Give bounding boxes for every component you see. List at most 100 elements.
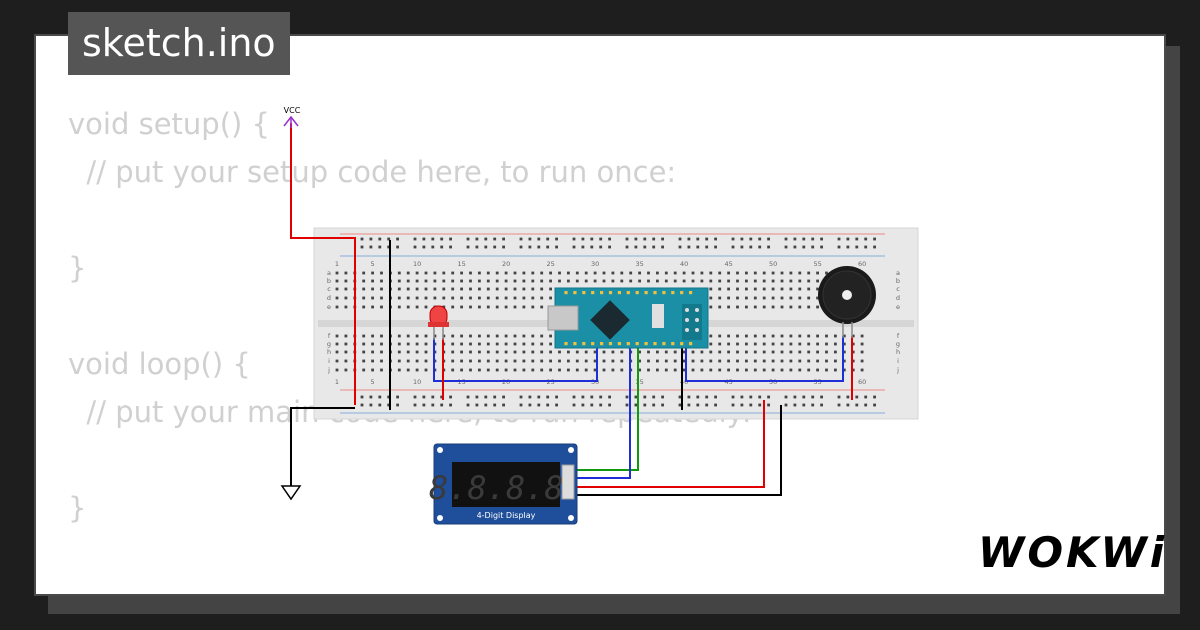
rail-hole — [484, 403, 488, 407]
rail-hole — [811, 403, 815, 407]
vcc-symbol[interactable]: VCC — [283, 106, 301, 128]
hole — [584, 368, 588, 372]
hole — [753, 334, 757, 338]
hole — [691, 350, 695, 354]
rail-hole — [793, 395, 797, 399]
hole — [851, 359, 855, 363]
hole — [460, 342, 463, 346]
hole — [656, 368, 659, 372]
wire-blue-dio[interactable] — [570, 348, 631, 479]
rail-hole — [387, 395, 391, 399]
hole — [798, 271, 802, 275]
rail-hole — [360, 245, 364, 249]
hole — [709, 350, 713, 354]
ground-symbol-icon[interactable] — [280, 485, 302, 501]
hole — [344, 279, 348, 283]
wire-red-vcc[interactable] — [290, 123, 356, 405]
rail-hole — [678, 237, 682, 241]
rail-hole — [749, 395, 753, 399]
row-letter: c — [327, 285, 331, 293]
wire-black-gnd[interactable] — [290, 407, 355, 486]
breadboard-number: 10 — [413, 378, 421, 386]
hole — [727, 287, 730, 291]
hole — [780, 305, 784, 309]
hole — [727, 296, 730, 300]
hole — [442, 279, 446, 283]
code-editor[interactable]: void setup() { // put your setup code he… — [68, 100, 752, 532]
hole — [789, 359, 793, 363]
hole — [664, 368, 668, 372]
rail-hole — [528, 395, 532, 399]
rail-hole — [546, 403, 550, 407]
rail-hole — [864, 245, 868, 249]
hole — [371, 368, 374, 372]
seven-segment-display[interactable]: 8.8.8.8. 4-Digit Display — [429, 443, 583, 525]
hole — [424, 271, 428, 275]
wire-black-display-gnd[interactable] — [570, 405, 782, 496]
pin — [671, 291, 675, 295]
rail-hole — [502, 245, 505, 249]
arduino-nano[interactable] — [547, 287, 709, 349]
red-led[interactable] — [428, 305, 449, 340]
hole — [807, 334, 811, 338]
hole — [433, 271, 437, 275]
rail-hole — [360, 403, 364, 407]
hole — [478, 359, 481, 363]
rail-hole — [519, 395, 523, 399]
wire-green-clk[interactable] — [570, 348, 639, 471]
hole — [513, 334, 517, 338]
hole — [495, 342, 499, 346]
hole — [380, 368, 383, 372]
hole — [371, 287, 374, 291]
rail-hole — [643, 245, 647, 249]
hole — [682, 279, 686, 283]
breadboard-number: 35 — [635, 260, 643, 268]
hole — [771, 296, 775, 300]
hole — [531, 359, 535, 363]
rail-hole — [502, 395, 505, 399]
hole — [469, 359, 472, 363]
rail-hole — [687, 245, 691, 249]
rail-hole — [440, 403, 444, 407]
wire-blue-led[interactable] — [433, 338, 598, 382]
wire-red-display-vcc[interactable] — [570, 400, 765, 488]
hole — [664, 271, 668, 275]
hole — [371, 334, 374, 338]
rail-hole — [740, 403, 744, 407]
hole — [807, 359, 811, 363]
hole — [397, 296, 401, 300]
hole — [718, 359, 722, 363]
file-tab[interactable]: sketch.ino — [68, 12, 290, 75]
hole — [469, 296, 472, 300]
hole — [789, 271, 793, 275]
hole — [700, 271, 704, 275]
usb-connector-icon — [547, 305, 579, 331]
hole — [522, 368, 526, 372]
hole — [406, 350, 410, 354]
rail-hole — [740, 237, 744, 241]
hole — [762, 359, 766, 363]
hole — [736, 271, 739, 275]
hole — [753, 350, 757, 354]
hole — [362, 359, 366, 363]
hole — [344, 359, 348, 363]
rail-hole — [740, 245, 744, 249]
row-letter: b — [896, 277, 900, 285]
hole — [789, 368, 793, 372]
hole — [549, 287, 552, 291]
hole — [816, 359, 819, 363]
rail-hole — [440, 395, 444, 399]
hole — [362, 368, 366, 372]
hole — [718, 305, 722, 309]
hole — [762, 342, 766, 346]
buzzer[interactable] — [818, 266, 876, 338]
hole — [433, 287, 437, 291]
display-digits: 8.8.8.8. — [429, 469, 583, 507]
wire-blue-buzzer[interactable] — [685, 336, 844, 382]
rail-hole — [475, 403, 479, 407]
hole — [380, 296, 383, 300]
wokwi-logo[interactable]: WOKWi — [978, 528, 1168, 577]
pin — [591, 291, 595, 295]
rail-hole — [378, 245, 382, 249]
hole — [825, 334, 828, 338]
